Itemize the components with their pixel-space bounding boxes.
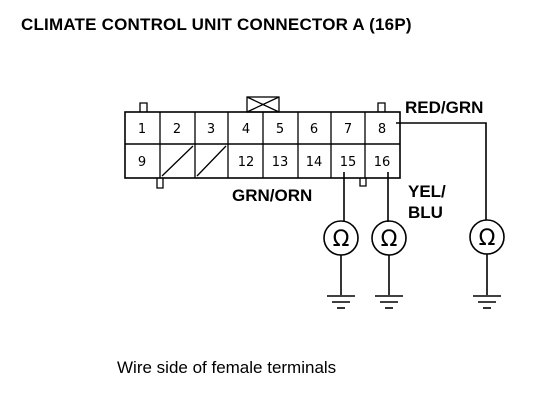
pin-1: 1 [138,122,146,137]
ohmmeter-icon: Ω [371,220,407,256]
diagram-caption: Wire side of female terminals [117,358,336,377]
pin-16: 16 [374,155,391,170]
pin-14: 14 [306,155,323,170]
wire-label-grn-orn: GRN/ORN [232,186,312,205]
ohmmeter-icon: Ω [469,219,505,255]
pin-12: 12 [238,155,255,170]
pin-labels-top: 1 2 3 4 5 6 7 8 [138,122,386,137]
ground-icon [327,295,355,309]
meter-leads [340,254,488,295]
pin-5: 5 [276,122,284,137]
pin-6: 6 [310,122,318,137]
pin-labels-bottom: 9 12 13 14 15 16 [138,155,390,170]
pin-13: 13 [272,155,289,170]
ohm-symbol: Ω [479,226,496,251]
pin-8: 8 [378,122,386,137]
pin-2: 2 [173,122,181,137]
pin-4: 4 [242,122,250,137]
connector-16p [124,96,401,189]
wire-label-yel: YEL/ [408,182,446,201]
wire-label-red-grn: RED/GRN [405,98,483,117]
ohm-symbol: Ω [333,227,350,252]
wire-label-blu: BLU [408,203,443,222]
pin-15: 15 [340,155,357,170]
wires [343,122,487,222]
pin-7: 7 [344,122,352,137]
ohm-symbol: Ω [381,227,398,252]
pin-9: 9 [138,155,146,170]
pin-3: 3 [207,122,215,137]
ohmmeter-icon: Ω [323,220,359,256]
diagram-title: CLIMATE CONTROL UNIT CONNECTOR A (16P) [21,15,412,34]
ground-icon [473,295,501,309]
ground-icon [375,295,403,309]
